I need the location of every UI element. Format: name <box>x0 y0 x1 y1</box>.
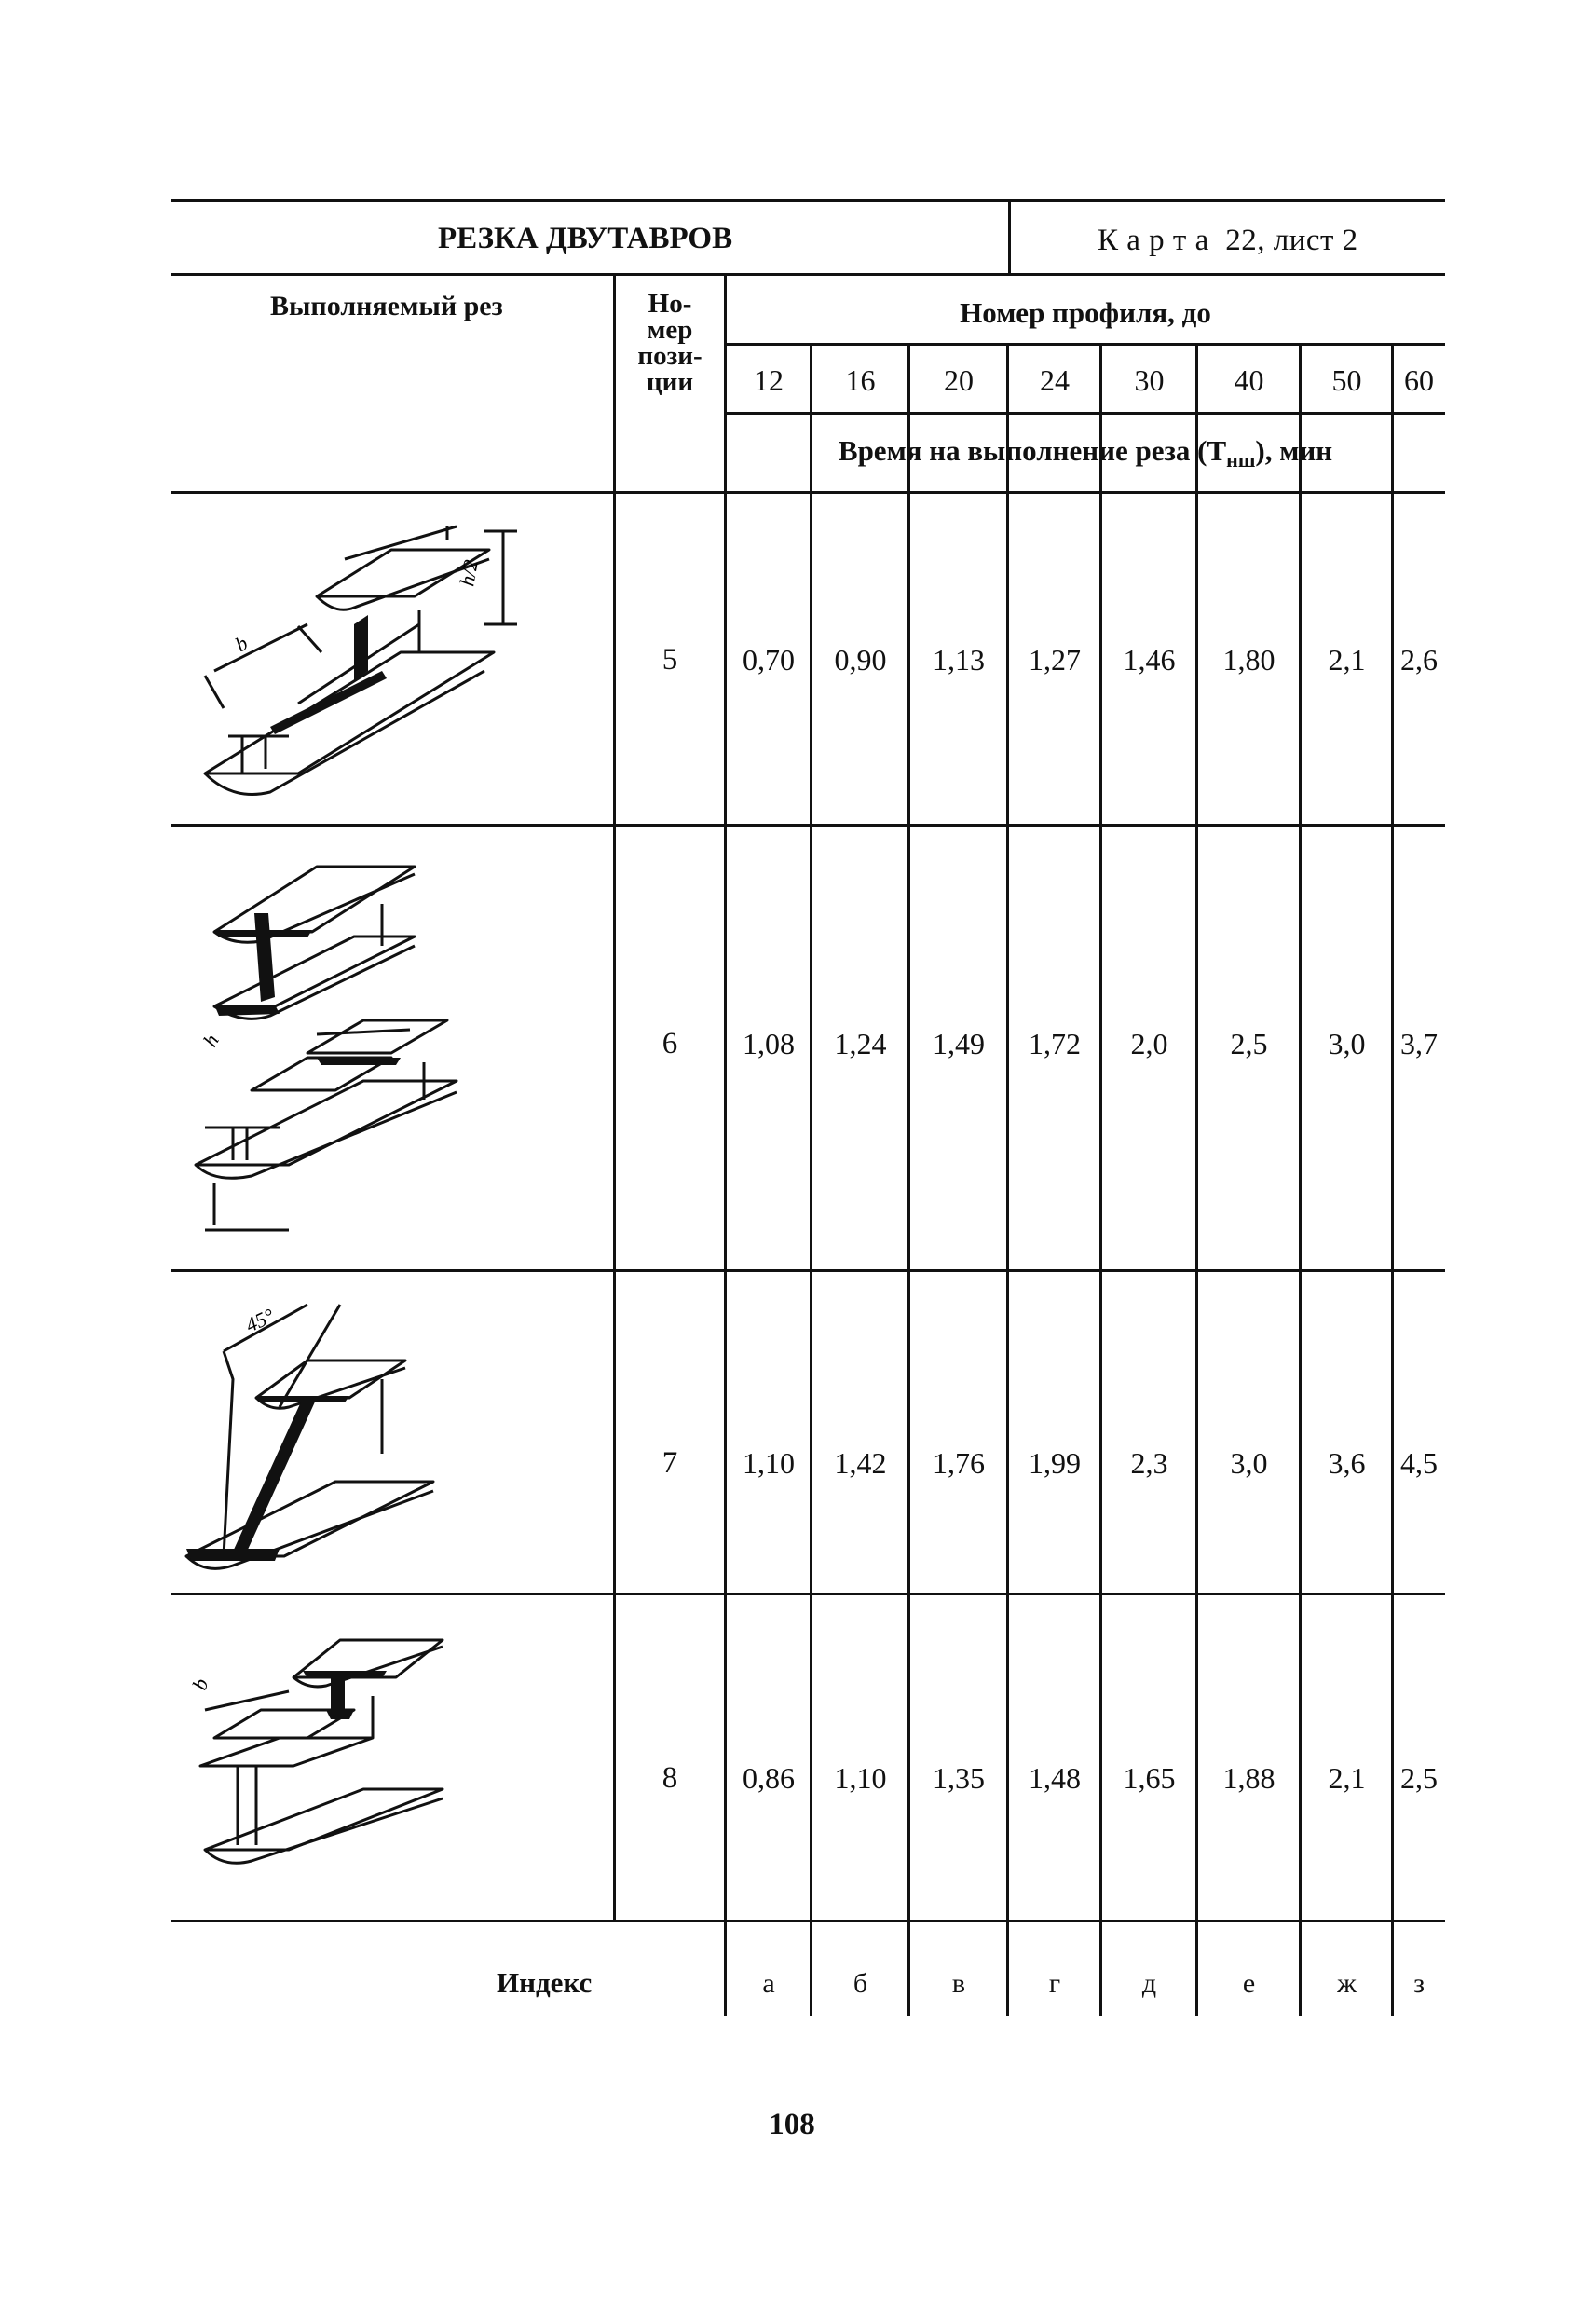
time-value: 1,13 <box>933 643 985 677</box>
i-beam-icon: b <box>187 1638 444 1865</box>
index-label: Индекс <box>497 1966 593 1999</box>
time-value: 1,08 <box>743 1027 795 1060</box>
profile-header: Номер профиля, до <box>960 296 1211 329</box>
profile-number: 12 <box>754 363 784 397</box>
time-value: 1,46 <box>1123 643 1176 677</box>
i-beam-icon: h/2 b <box>203 525 517 796</box>
time-value: 1,10 <box>834 1761 887 1795</box>
rule-col-12 <box>810 343 812 2016</box>
time-value: 3,7 <box>1400 1027 1438 1060</box>
time-value: 1,49 <box>933 1027 985 1060</box>
time-value: 2,6 <box>1400 643 1438 677</box>
time-value: 0,90 <box>834 643 887 677</box>
index-letter: б <box>853 1968 868 1999</box>
index-letter: е <box>1242 1968 1256 1999</box>
profile-number: 20 <box>944 363 974 397</box>
time-value: 4,5 <box>1400 1446 1438 1480</box>
time-value: 0,86 <box>743 1761 795 1795</box>
time-header-unit: ), мин <box>1255 434 1333 467</box>
rule-header-bottom <box>171 273 1445 276</box>
time-value: 1,65 <box>1123 1761 1176 1795</box>
profile-number: 60 <box>1404 363 1434 397</box>
time-value: 2,0 <box>1130 1027 1168 1060</box>
cut-diagram-position-7: 45° <box>177 1295 447 1575</box>
time-value: 2,5 <box>1400 1761 1438 1795</box>
time-value: 1,80 <box>1222 643 1275 677</box>
time-value: 1,42 <box>834 1446 887 1480</box>
rule-col-16 <box>907 343 910 2016</box>
index-letter: з <box>1413 1968 1425 1999</box>
time-value: 1,10 <box>743 1446 795 1480</box>
time-value: 1,88 <box>1222 1761 1275 1795</box>
rule-col-50 <box>1391 343 1394 2016</box>
dim-label-b: b <box>231 631 252 656</box>
position-header-line: ции <box>646 367 694 397</box>
time-value: 2,3 <box>1130 1446 1168 1480</box>
cut-diagram-position-5: h/2 b <box>168 522 559 820</box>
position-number: 6 <box>662 1027 678 1060</box>
time-value: 3,0 <box>1328 1027 1366 1060</box>
index-letter: ж <box>1337 1968 1357 1999</box>
time-value: 3,0 <box>1230 1446 1268 1480</box>
profile-number: 30 <box>1134 363 1165 397</box>
index-letter: в <box>951 1968 966 1999</box>
rule-row-6-bottom <box>171 1269 1445 1272</box>
index-letter: г <box>1048 1968 1061 1999</box>
time-value: 2,5 <box>1230 1027 1268 1060</box>
time-value: 1,27 <box>1029 643 1081 677</box>
rule-col-position <box>724 273 727 2016</box>
rule-profile-header <box>726 343 1445 346</box>
index-letter: д <box>1141 1968 1157 1999</box>
time-header-subscript: нш <box>1226 448 1256 472</box>
rule-col-30 <box>1195 343 1198 2016</box>
i-beam-icon: h <box>194 865 458 1232</box>
time-value: 1,48 <box>1029 1761 1081 1795</box>
rule-col-40 <box>1299 343 1302 2016</box>
page-number: 108 <box>769 2108 815 2141</box>
card-reference: К а р т а 22, лист 2 <box>1098 224 1358 257</box>
rule-col-cut <box>613 273 616 1922</box>
index-letter: а <box>762 1968 775 1999</box>
i-beam-icon: 45° <box>184 1303 435 1570</box>
cut-diagram-position-8: b <box>186 1617 466 1878</box>
dim-label-h2: h/2 <box>455 558 483 588</box>
time-value: 0,70 <box>743 643 795 677</box>
time-value: 1,35 <box>933 1761 985 1795</box>
rule-profiles-bottom <box>726 412 1445 415</box>
angle-label-45: 45° <box>242 1304 279 1337</box>
rule-row-8-bottom <box>171 1920 1445 1922</box>
rule-row-5-bottom <box>171 824 1445 827</box>
position-number: 8 <box>662 1761 678 1795</box>
time-value: 2,1 <box>1328 1761 1366 1795</box>
profile-number: 40 <box>1234 363 1264 397</box>
time-value: 2,1 <box>1328 643 1366 677</box>
rule-top <box>171 199 1445 202</box>
time-value: 1,76 <box>933 1446 985 1480</box>
profile-number: 50 <box>1331 363 1362 397</box>
cut-diagram-position-6: h <box>177 848 494 1258</box>
rule-col-24 <box>1099 343 1102 2016</box>
time-header: Время на выполнение реза (Тнш), мин <box>726 434 1445 472</box>
time-value: 3,6 <box>1328 1446 1366 1480</box>
profile-number: 16 <box>845 363 876 397</box>
time-value: 1,24 <box>834 1027 887 1060</box>
profile-number: 24 <box>1040 363 1070 397</box>
rule-header-split <box>1008 199 1011 276</box>
page-title: РЕЗКА ДВУТАВРОВ <box>438 222 733 255</box>
position-number: 5 <box>662 643 678 677</box>
rule-col-20 <box>1006 343 1009 2016</box>
dim-label-h: h <box>198 1030 224 1050</box>
time-value: 1,99 <box>1029 1446 1081 1480</box>
time-header-text: Время на выполнение реза (Т <box>838 434 1227 467</box>
rule-header-table-bottom <box>171 491 1445 494</box>
column-header-cut: Выполняемый рез <box>270 291 503 321</box>
position-header-line: пози- <box>637 341 703 371</box>
position-header-line: мер <box>647 315 693 345</box>
rule-row-7-bottom <box>171 1593 1445 1595</box>
column-header-position: Но- мер пози- ции <box>615 289 725 397</box>
time-value: 1,72 <box>1029 1027 1081 1060</box>
position-number: 7 <box>662 1446 678 1480</box>
dim-label-b: b <box>187 1675 212 1693</box>
position-header-line: Но- <box>648 289 692 319</box>
